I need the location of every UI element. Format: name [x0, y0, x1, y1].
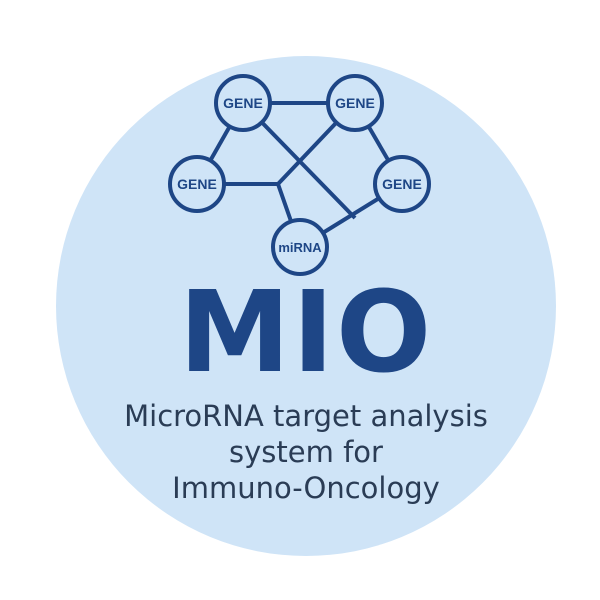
logo-subtitle: MicroRNA target analysis system for Immu… — [0, 398, 600, 506]
gene-node: GENE — [373, 155, 431, 213]
svg-text:GENE: GENE — [382, 176, 422, 192]
subtitle-line: Immuno-Oncology — [172, 471, 440, 505]
mirna-node: miRNA — [271, 218, 329, 276]
subtitle-line: MicroRNA target analysis — [124, 399, 488, 433]
gene-node: GENE — [168, 155, 226, 213]
gene-node: GENE — [326, 74, 384, 132]
logo-title: MIO — [178, 268, 434, 398]
svg-text:miRNA: miRNA — [278, 240, 322, 255]
svg-text:GENE: GENE — [335, 95, 375, 111]
svg-text:GENE: GENE — [223, 95, 263, 111]
subtitle-line: system for — [229, 435, 383, 469]
svg-text:GENE: GENE — [177, 176, 217, 192]
gene-node: GENE — [214, 74, 272, 132]
